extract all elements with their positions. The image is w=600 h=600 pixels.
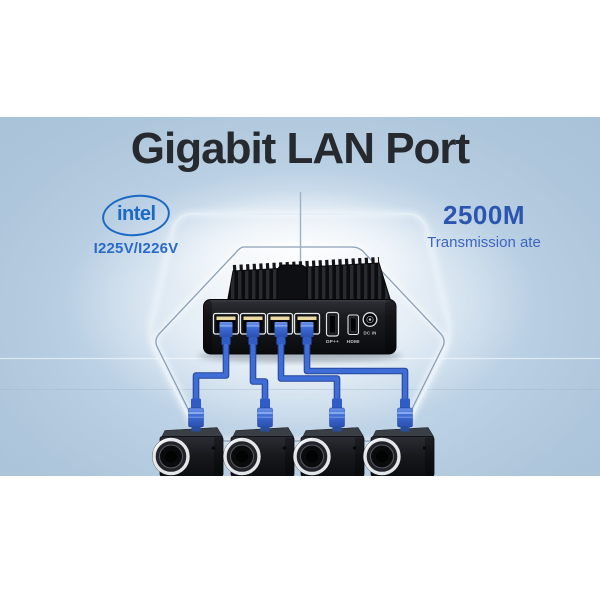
device-right-shade — [385, 300, 395, 353]
dp-port-label: DP++ — [326, 339, 339, 345]
lan-cable-4 — [304, 344, 408, 401]
dc-in-port-label: DC IN — [364, 331, 377, 336]
camera-1 — [150, 425, 225, 476]
hdmi-port-label: HDMI — [347, 339, 361, 345]
camera-plug-2 — [257, 398, 273, 432]
intel-badge: intel I225V/I226V — [76, 191, 196, 257]
camera-plug-4 — [397, 398, 413, 432]
mini-pc: DP++ HDMI DC IN — [198, 257, 402, 362]
lan-cable-3 — [278, 344, 340, 401]
heatsink-fin-teeth — [232, 257, 380, 271]
camera-4 — [361, 425, 436, 476]
speed-value: 2500M — [443, 200, 525, 230]
intel-logo: intel — [100, 191, 172, 240]
camera-2 — [221, 425, 296, 476]
camera-plug-3 — [329, 398, 345, 432]
speed-caption: Transmission ate — [427, 234, 541, 251]
camera-plug-1 — [188, 398, 204, 432]
lan-cable-2 — [250, 344, 268, 401]
intel-models: I225V/I226V — [93, 240, 179, 257]
dc-in-port — [362, 312, 378, 327]
camera-3 — [291, 425, 366, 476]
speed-badge: 2500M Transmission ate — [402, 200, 566, 251]
device-left-shade — [204, 300, 212, 353]
ethernet-cables — [192, 344, 409, 401]
lan-port-4 — [293, 312, 321, 345]
intel-logo-text: intel — [116, 203, 156, 225]
lan-port-3 — [266, 312, 294, 345]
page-title: Gigabit LAN Port — [130, 124, 470, 173]
lan-cable-1 — [193, 344, 229, 401]
hdmi-port — [347, 314, 360, 336]
lan-port-1 — [212, 312, 240, 345]
dp-port — [325, 311, 340, 337]
lan-port-2 — [239, 312, 267, 345]
